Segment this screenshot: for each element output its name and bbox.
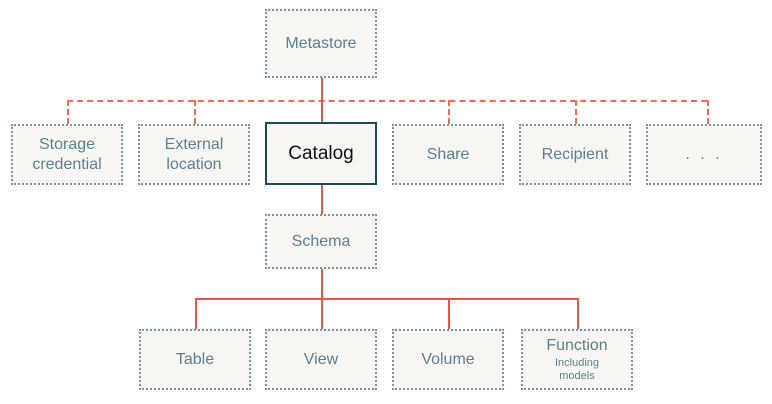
connector-bus-to-function [577,298,579,329]
node-function[interactable]: Function Including models [521,329,633,390]
node-share-label: Share [426,145,470,163]
node-recipient-label: Recipient [541,145,609,163]
connector-bus-to-volume [448,298,450,329]
connector-bus-to-external-location [194,100,196,124]
node-view[interactable]: View [265,329,377,390]
node-volume-label: Volume [421,350,475,368]
node-more[interactable]: . . . [646,124,762,185]
node-metastore-label: Metastore [285,34,357,52]
node-more-label: . . . [685,145,723,163]
node-view-label: View [303,350,339,368]
connector-metastore-to-bus [321,78,323,101]
connector-bus-to-table [195,298,197,329]
node-storage-credential[interactable]: Storage credential [11,124,123,185]
connector-bus-to-catalog [321,100,323,122]
connector-bus-to-share [448,100,450,124]
node-external-location[interactable]: External location [138,124,250,185]
connector-catalog-to-schema [321,185,323,214]
node-function-sublabel: Including models [554,356,600,382]
node-table[interactable]: Table [139,329,251,390]
node-storage-credential-label: Storage credential [32,135,102,173]
node-schema-label: Schema [291,232,351,250]
node-table-label: Table [175,350,215,368]
connector-bus-top [67,100,707,102]
connector-bus-to-recipient [575,100,577,124]
node-external-location-label: External location [164,135,224,173]
node-share[interactable]: Share [392,124,504,185]
node-catalog-label: Catalog [288,142,354,164]
node-catalog[interactable]: Catalog [265,122,377,185]
connector-bus-to-more [707,100,709,124]
node-volume[interactable]: Volume [392,329,504,390]
connector-bus-to-view [321,298,323,329]
node-function-label: Function [546,337,608,355]
node-metastore[interactable]: Metastore [265,9,377,78]
connector-bus-bottom [195,298,577,300]
node-recipient[interactable]: Recipient [519,124,631,185]
connector-schema-to-bus [321,269,323,299]
node-schema[interactable]: Schema [265,214,377,269]
connector-bus-to-storage-credential [67,100,69,124]
